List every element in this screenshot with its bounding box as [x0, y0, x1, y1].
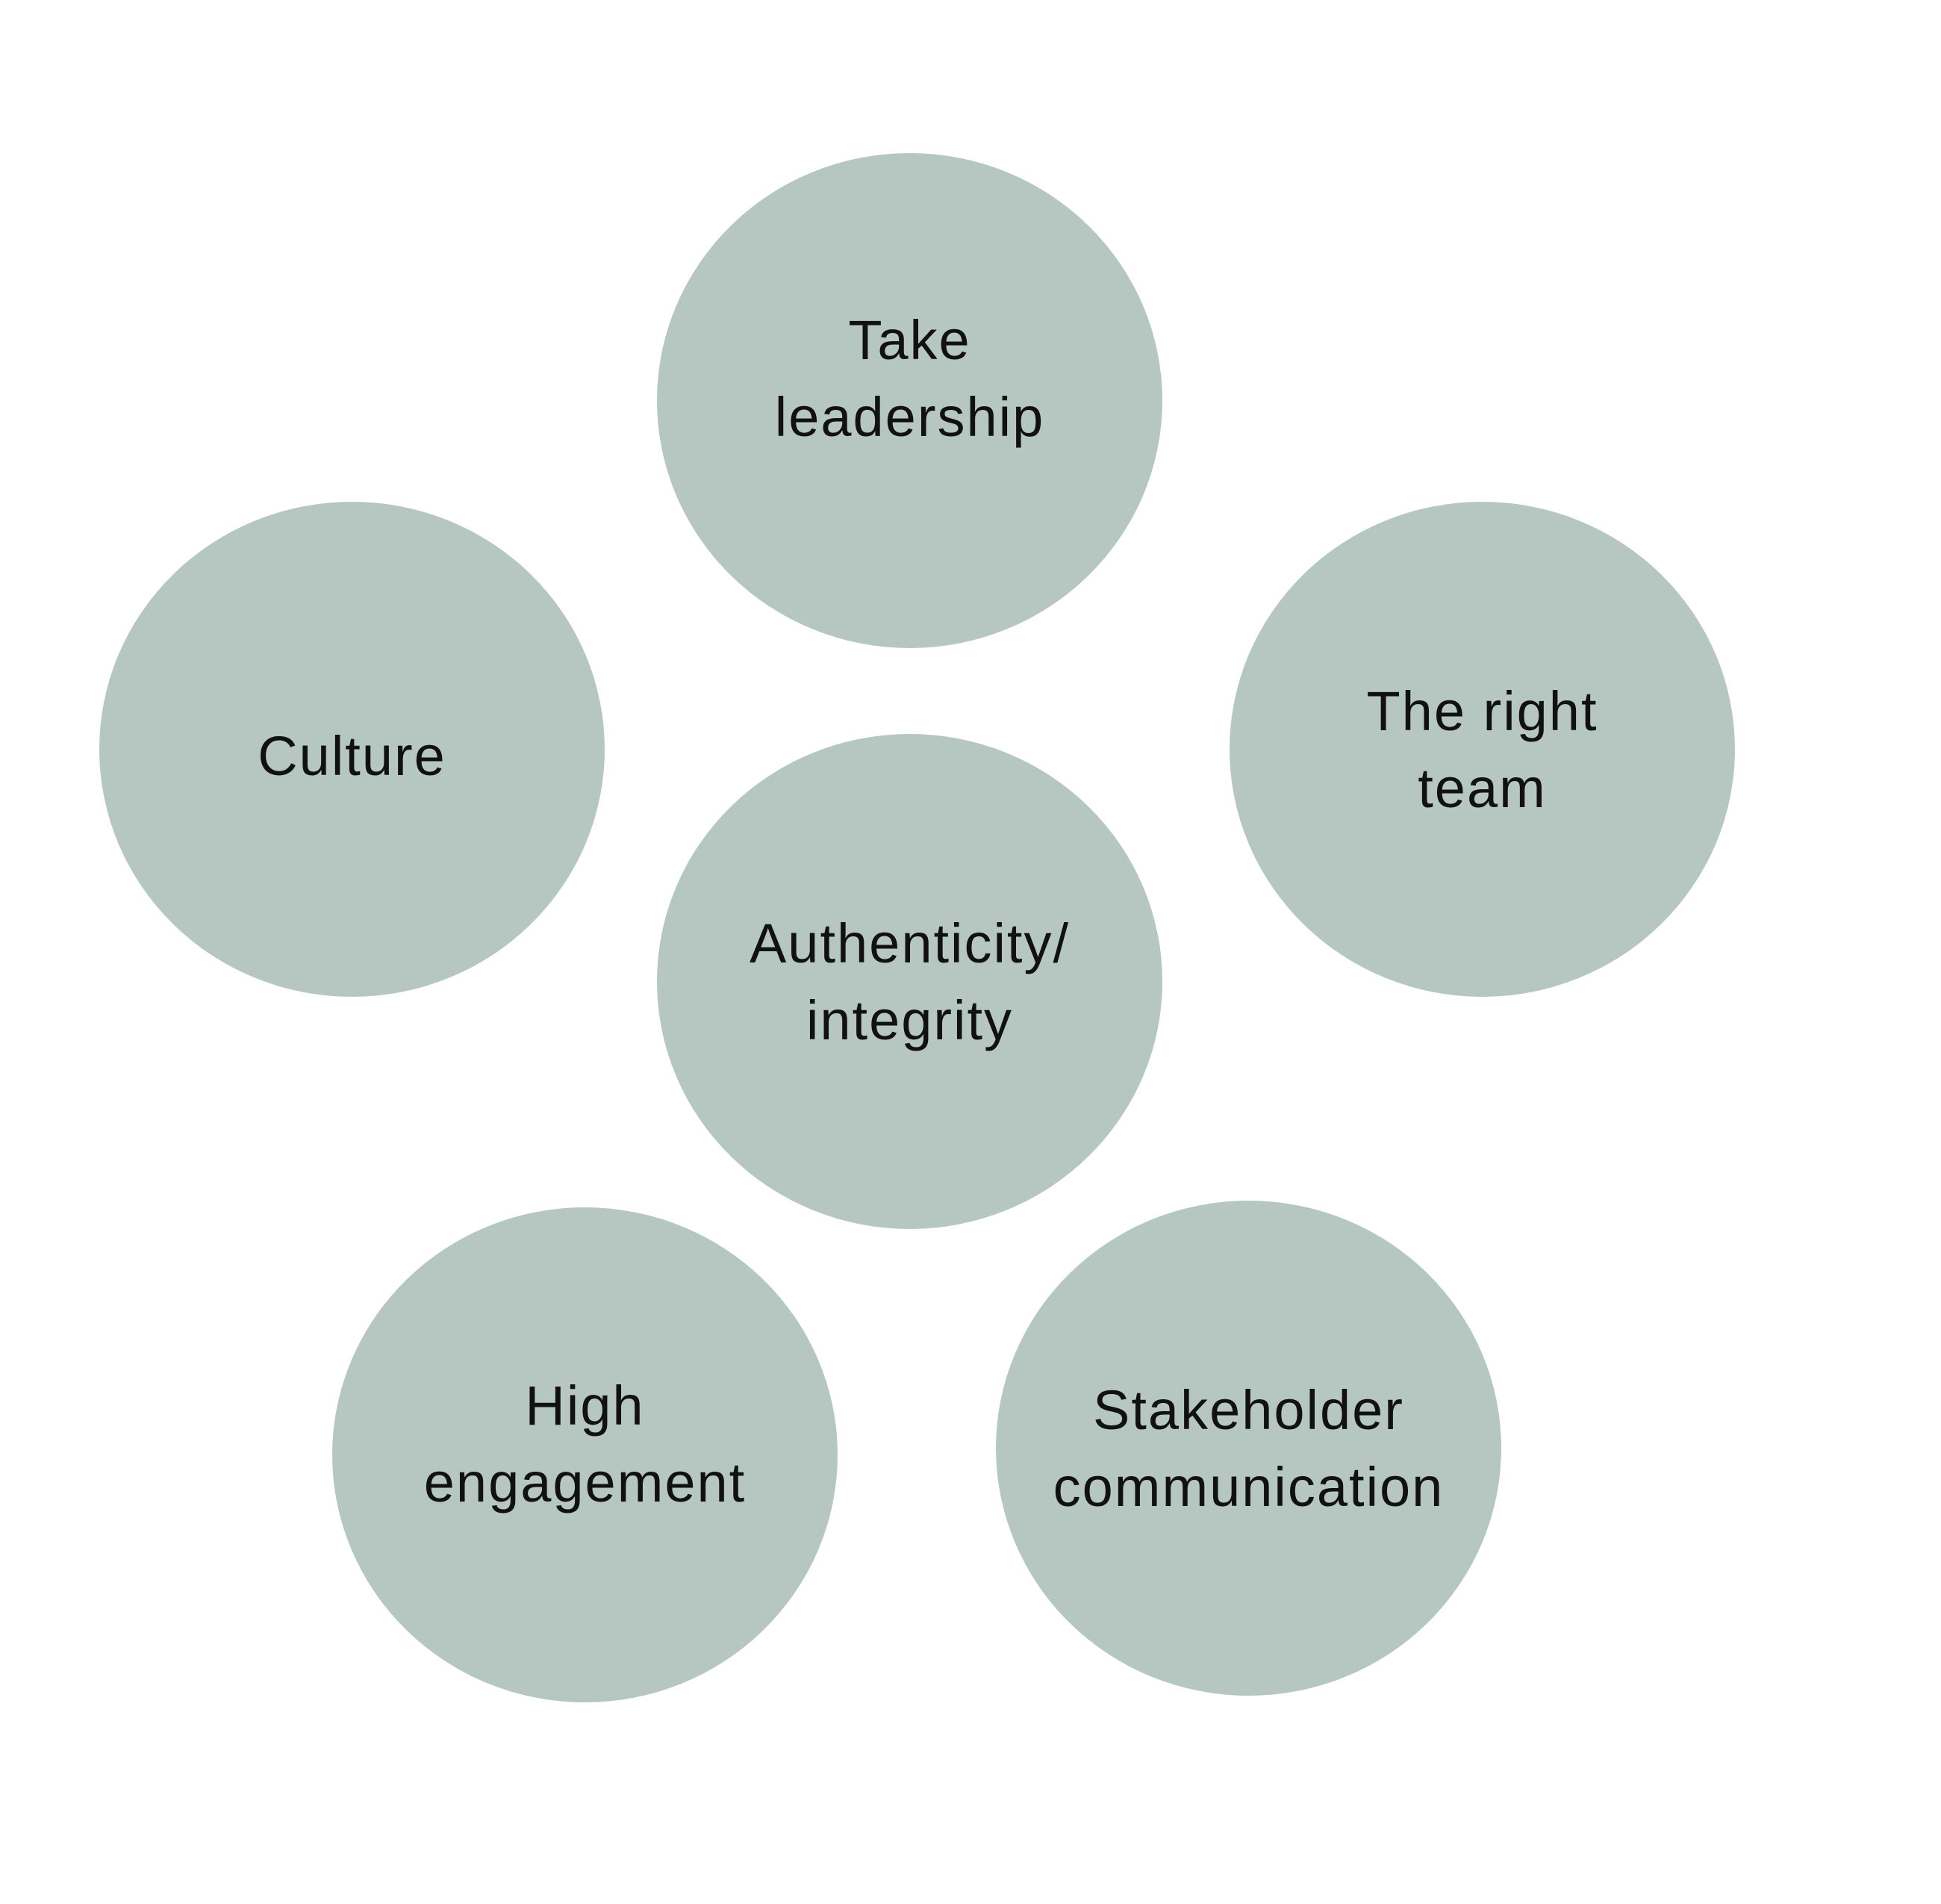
bubble-label: Culture	[258, 718, 446, 794]
label-line: integrity	[806, 989, 1014, 1051]
label-line: Culture	[258, 725, 446, 787]
label-line: leadership	[774, 385, 1045, 448]
label-line: The right	[1366, 679, 1598, 742]
label-line: Stakeholder	[1093, 1378, 1404, 1441]
bubble-label: The right team	[1366, 673, 1598, 827]
label-line: team	[1418, 756, 1547, 819]
label-line: Take	[848, 308, 971, 371]
bubble-label: Authenticity/ integrity	[750, 905, 1070, 1059]
bubble-label: High engagement	[424, 1367, 746, 1521]
label-line: Authenticity/	[749, 912, 1071, 974]
bubble-label: Take leadership	[775, 302, 1044, 455]
bubble-high-engagement: High engagement	[332, 1207, 838, 1702]
bubble-take-leadership: Take leadership	[657, 153, 1162, 648]
bubble-the-right-team: The right team	[1230, 502, 1735, 997]
label-line: High	[525, 1374, 645, 1437]
bubble-culture: Culture	[99, 502, 605, 997]
label-line: communication	[1053, 1455, 1445, 1518]
bubble-authenticity-integrity: Authenticity/ integrity	[657, 734, 1162, 1229]
label-line: engagement	[423, 1451, 747, 1513]
bubble-stakeholder-communication: Stakeholder communication	[996, 1201, 1501, 1696]
bubble-label: Stakeholder communication	[1053, 1372, 1445, 1525]
